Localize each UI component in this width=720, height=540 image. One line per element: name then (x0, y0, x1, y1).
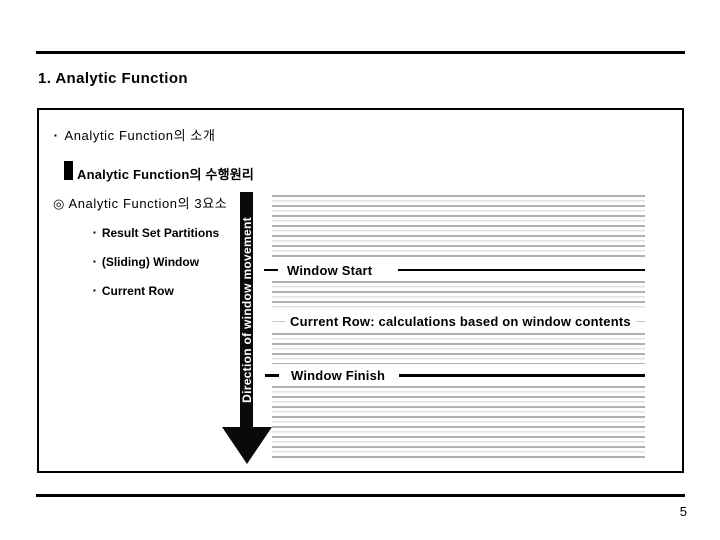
window-finish-band: Window Finish (265, 364, 645, 386)
row-stripes-segment (272, 281, 645, 311)
top-rule (36, 51, 685, 54)
window-movement-arrow: Direction of window movement (239, 192, 254, 428)
element-item: ▪ (Sliding) Window (93, 255, 199, 269)
window-finish-label: Window Finish (291, 367, 386, 383)
intro-text: Analytic Function의 소개 (64, 128, 216, 143)
current-row-band: Current Row: calculations based on windo… (272, 311, 645, 333)
bottom-rule (36, 494, 685, 497)
arrow-down-icon (222, 427, 272, 464)
window-start-line (398, 269, 645, 271)
square-bullet-icon: ▪ (54, 131, 58, 140)
element-label: Current Row (101, 284, 174, 298)
element-label: Result Set Partitions (101, 226, 220, 240)
content-box: ▪ Analytic Function의 소개 Analytic Function… (37, 108, 684, 473)
square-bullet-icon: ▪ (93, 286, 96, 295)
element-item: ▪ Current Row (93, 284, 174, 298)
principle-heading: Analytic Function의 수행원리 (77, 167, 255, 182)
principle-marker-bar (64, 161, 73, 180)
row-stripes-segment (272, 333, 645, 364)
window-finish-line (265, 373, 279, 377)
elements-heading: ◎ Analytic Function의 3요소 (53, 196, 228, 211)
current-row-label: Current Row: calculations based on windo… (285, 314, 636, 329)
element-label: (Sliding) Window (101, 255, 200, 269)
square-bullet-icon: ▪ (93, 257, 96, 266)
square-bullet-icon: ▪ (93, 228, 96, 237)
element-item: ▪ Result Set Partitions (93, 226, 219, 240)
intro-line: ▪ Analytic Function의 소개 (54, 125, 216, 144)
window-start-line (264, 269, 278, 271)
window-finish-line (399, 373, 645, 377)
window-start-band: Window Start (264, 259, 645, 281)
row-stripes-segment (272, 386, 645, 459)
page-number: 5 (679, 504, 687, 519)
arrow-direction-label: Direction of window movement (239, 217, 254, 403)
page-title: 1. Analytic Function (38, 70, 188, 87)
window-start-label: Window Start (287, 262, 373, 278)
row-stripes-segment (272, 195, 645, 259)
